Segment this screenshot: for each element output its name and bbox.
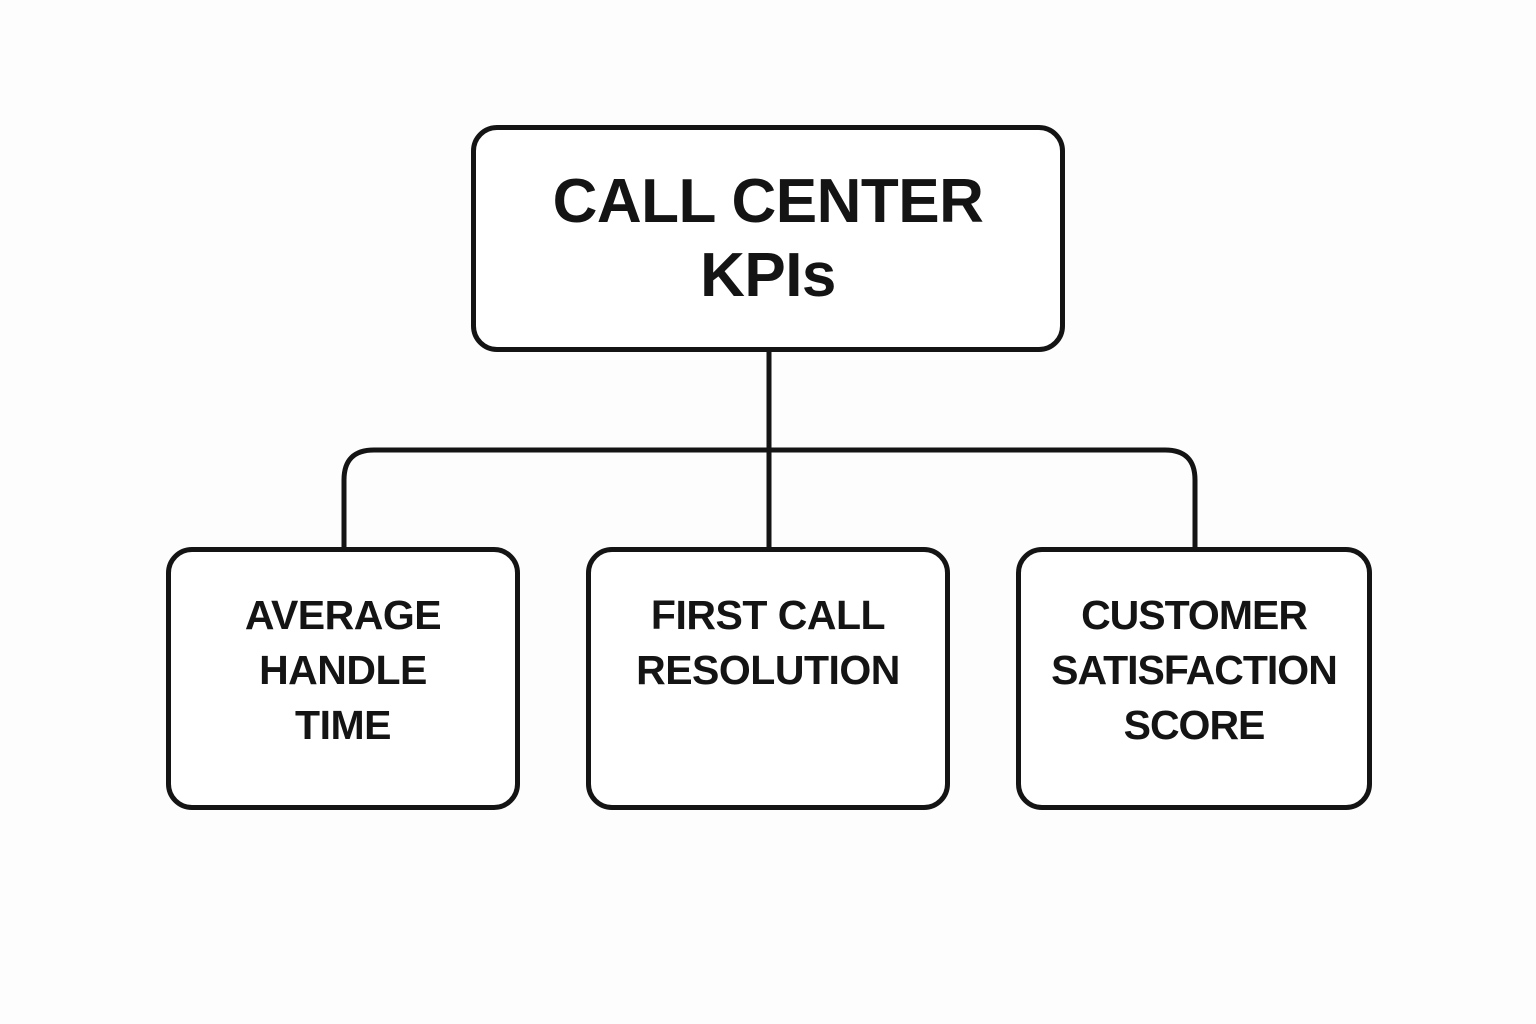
node-first-call-resolution[interactable]: FIRST CALL RESOLUTION	[586, 547, 950, 810]
node-label-line: CUSTOMER	[1081, 592, 1308, 638]
node-label-line: CALL CENTER	[552, 166, 984, 236]
connector-bus-to-left-child	[341, 447, 769, 549]
node-label-line: SCORE	[1123, 702, 1266, 748]
node-label-line: AVERAGE	[244, 592, 442, 638]
node-label-line: TIME	[295, 702, 391, 748]
node-label-line: RESOLUTION	[636, 647, 900, 693]
node-label-line: FIRST CALL	[650, 592, 886, 638]
node-call-center-kpis[interactable]: CALL CENTER KPIs	[471, 125, 1065, 352]
node-label-line: SATISFACTION	[1051, 647, 1338, 693]
node-customer-satisfaction-score[interactable]: CUSTOMER SATISFACTION SCORE	[1016, 547, 1372, 810]
node-label-line: HANDLE	[259, 647, 427, 693]
connector-bus-to-right-child	[769, 447, 1198, 549]
node-average-handle-time[interactable]: AVERAGE HANDLE TIME	[166, 547, 520, 810]
node-label-line: KPIs	[700, 240, 836, 310]
